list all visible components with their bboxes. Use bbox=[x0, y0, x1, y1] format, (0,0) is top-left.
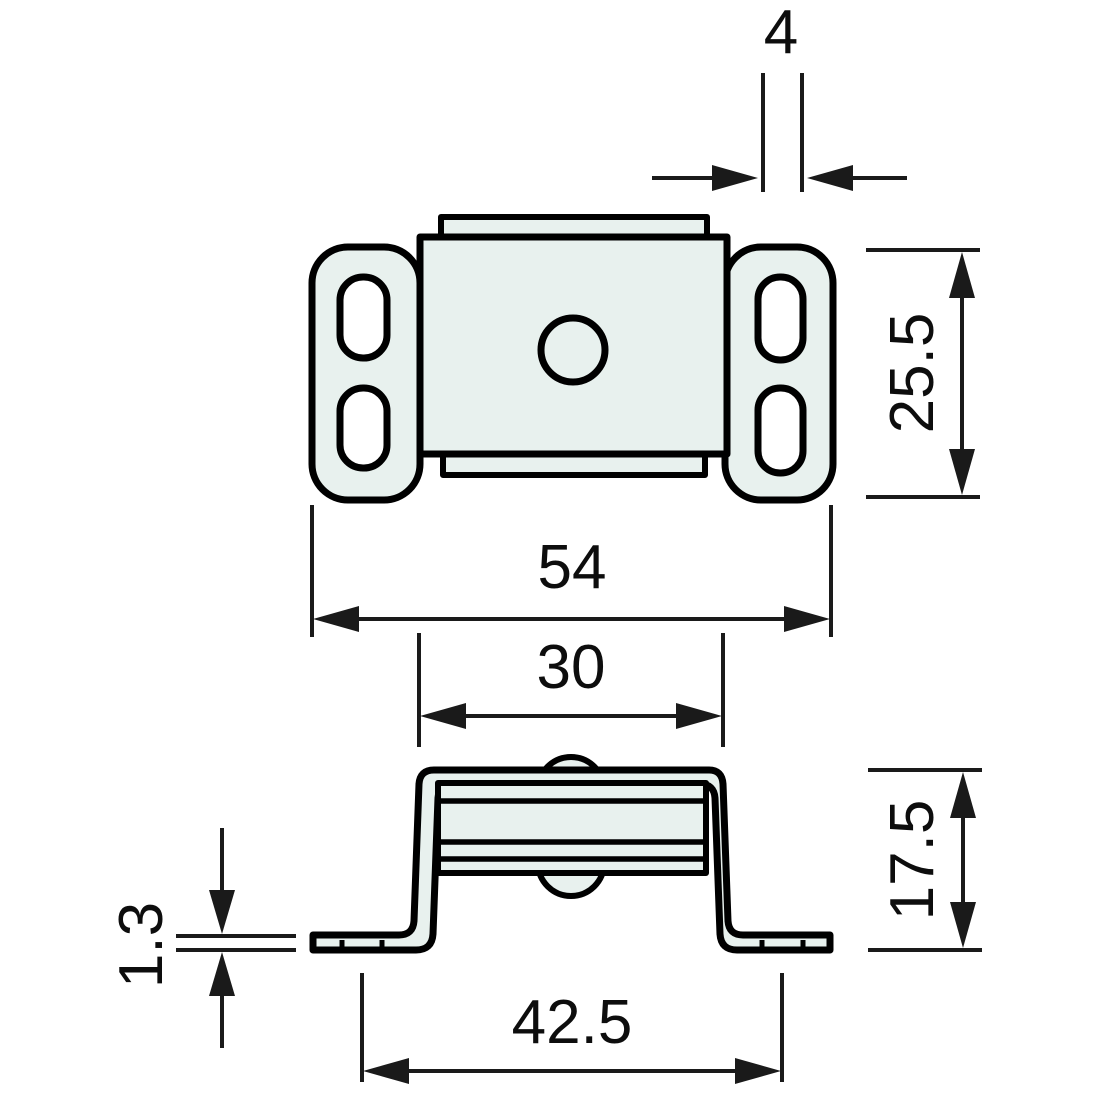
dimension-thickness-label: 1.3 bbox=[107, 902, 176, 988]
dimension-hole-spacing-label: 42.5 bbox=[512, 988, 633, 1057]
front-left-slot-upper bbox=[336, 273, 391, 362]
dimension-side-height: 17.5 bbox=[868, 768, 982, 952]
dimension-hole-spacing: 42.5 bbox=[360, 973, 784, 1084]
side-view bbox=[309, 754, 834, 954]
front-left-slot-lower bbox=[336, 384, 391, 472]
dimension-body-width: 30 bbox=[417, 633, 725, 747]
arrowhead-right-icon bbox=[784, 606, 830, 632]
dimension-overall-width-label: 54 bbox=[538, 533, 607, 602]
arrowhead-left-icon bbox=[807, 165, 853, 191]
front-right-slot-upper bbox=[754, 273, 807, 364]
arrowhead-left-icon bbox=[420, 703, 466, 729]
dimension-slot-width-label: 4 bbox=[764, 0, 798, 67]
arrowhead-up-icon bbox=[949, 252, 975, 298]
dimension-slot-width: 4 bbox=[652, 0, 907, 192]
arrowhead-right-icon bbox=[735, 1058, 781, 1084]
front-view bbox=[308, 214, 837, 504]
dimension-body-width-label: 30 bbox=[537, 633, 606, 702]
arrowhead-down-icon bbox=[949, 449, 975, 495]
dimension-thickness: 1.3 bbox=[107, 828, 296, 1048]
dimension-front-height: 25.5 bbox=[866, 248, 980, 499]
arrowhead-up-icon bbox=[209, 952, 235, 996]
arrowhead-right-icon bbox=[712, 165, 758, 191]
front-center-hole bbox=[537, 314, 609, 386]
dimension-front-height-label: 25.5 bbox=[878, 313, 947, 434]
arrowhead-down-icon bbox=[209, 890, 235, 934]
dimension-overall-width: 54 bbox=[310, 505, 833, 637]
dimension-side-height-label: 17.5 bbox=[878, 800, 947, 921]
arrowhead-down-icon bbox=[950, 902, 976, 948]
arrowhead-left-icon bbox=[313, 606, 359, 632]
arrowhead-left-icon bbox=[363, 1058, 409, 1084]
arrowhead-right-icon bbox=[676, 703, 722, 729]
front-right-slot-lower bbox=[754, 384, 807, 477]
arrowhead-up-icon bbox=[950, 772, 976, 818]
